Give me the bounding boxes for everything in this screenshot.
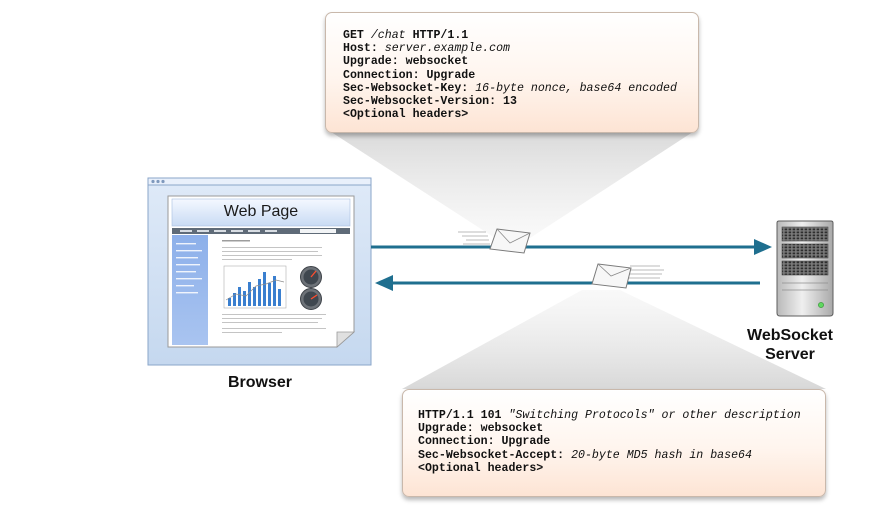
web-page-title: Web Page [223, 203, 299, 220]
response-line: Upgrade: websocket [418, 422, 825, 435]
server-tower-icon [776, 220, 834, 317]
browser-label: Browser [227, 374, 293, 391]
request-line: Upgrade: websocket [343, 55, 698, 68]
request-line-text: Sec-Websocket-Version: 13 [343, 95, 517, 109]
request-line: Host: server.example.com [343, 42, 698, 55]
request-line-text: <Optional headers> [343, 108, 469, 122]
request-envelope-icon [458, 228, 531, 254]
web-page-document [167, 195, 356, 348]
server-label: WebSocket Server [740, 326, 840, 364]
request-line-text: /chat [370, 29, 413, 42]
request-line-text: 16-byte nonce, base64 encoded [475, 81, 677, 95]
request-line-text: Connection: Upgrade [343, 68, 476, 82]
response-line-text: <Optional headers> [418, 461, 544, 475]
response-line: Sec-Websocket-Accept: 20-byte MD5 hash i… [418, 449, 825, 462]
response-line-text: HTTP/1.1 101 [418, 409, 509, 422]
request-line-text: HTTP/1.1 [412, 29, 469, 42]
response-line-text: Sec-Websocket-Accept: [418, 448, 572, 462]
server-label-line2: Server [765, 346, 815, 363]
request-line: Sec-Websocket-Version: 13 [343, 95, 698, 108]
request-line-text: server.example.com [384, 42, 510, 56]
request-line: Sec-Websocket-Key: 16-byte nonce, base64… [343, 82, 698, 95]
response-beam [402, 290, 826, 389]
request-beam [325, 128, 699, 238]
response-line: Connection: Upgrade [418, 435, 825, 448]
response-line-text: Upgrade: websocket [418, 422, 544, 436]
handshake-response-box: HTTP/1.1 101 "Switching Protocols" or ot… [402, 389, 826, 497]
server-led-icon [818, 302, 824, 308]
response-line: <Optional headers> [418, 462, 825, 475]
request-line-text: Host: [343, 42, 385, 56]
response-envelope-icon [591, 263, 664, 289]
request-line: <Optional headers> [343, 108, 698, 121]
request-line-text: Upgrade: websocket [343, 55, 469, 69]
request-line: GET /chat HTTP/1.1 [343, 29, 698, 42]
request-line-text: Sec-Websocket-Key: [343, 81, 476, 95]
response-arrow [375, 275, 760, 291]
response-line-text: "Switching Protocols" or other descripti… [508, 409, 801, 422]
response-line-text: 20-byte MD5 hash in base64 [571, 448, 752, 462]
request-line: Connection: Upgrade [343, 69, 698, 82]
request-arrow [371, 239, 772, 255]
server-label-line1: WebSocket [747, 327, 833, 344]
response-line-text: Connection: Upgrade [418, 435, 551, 449]
response-line: HTTP/1.1 101 "Switching Protocols" or ot… [418, 409, 825, 422]
request-line-text: GET [343, 29, 371, 42]
